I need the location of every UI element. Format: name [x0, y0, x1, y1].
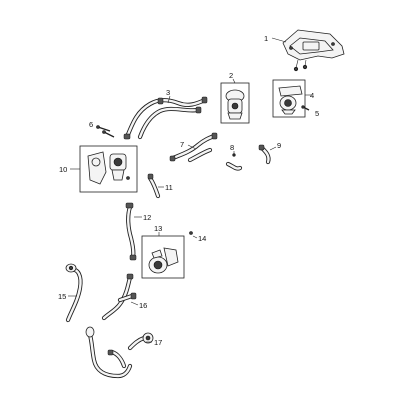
callout-8: 8: [230, 143, 234, 152]
callout-box-13: [141, 235, 185, 279]
bracket-assembly: [282, 29, 345, 72]
callout-3: 3: [166, 88, 170, 97]
callout-11: 11: [165, 183, 173, 192]
leader-line-14: [192, 235, 198, 239]
leader-line-7: [187, 144, 197, 150]
leader-line-1: [271, 37, 287, 43]
callout-box-10: [79, 145, 138, 193]
callout-1: 1: [264, 34, 268, 43]
callout-10: 10: [59, 165, 67, 174]
callout-13: 13: [154, 224, 162, 233]
hose-assembly-3: [123, 96, 208, 140]
hose-7: [169, 132, 218, 163]
callout-5: 5: [315, 109, 319, 118]
callout-14: 14: [198, 234, 206, 243]
pump-assembly-13: [148, 247, 179, 274]
pump-assembly-10: [87, 151, 130, 185]
callout-box-4: [272, 79, 306, 118]
leader-line-2: [232, 78, 236, 84]
hose-assembly-17: [85, 326, 154, 379]
hose-11: [147, 173, 161, 199]
elbow-9: [258, 144, 271, 165]
hose-12: [125, 202, 137, 261]
callout-16: 16: [139, 301, 147, 310]
callout-12: 12: [143, 213, 151, 222]
leader-line-16: [130, 301, 139, 306]
hose-15: [65, 263, 83, 323]
callout-7: 7: [180, 140, 184, 149]
callout-4: 4: [310, 91, 314, 100]
valve-assembly-4: [278, 85, 303, 115]
bolts-6: [96, 125, 115, 138]
callout-9: 9: [277, 141, 281, 150]
valve-assembly-2: [225, 89, 245, 120]
t-connector-16: [101, 273, 137, 321]
callout-2: 2: [229, 71, 233, 80]
callout-6: 6: [89, 120, 93, 129]
callout-15: 15: [58, 292, 66, 301]
screw-14: [189, 231, 193, 235]
leader-line-9: [269, 146, 277, 151]
leader-line-3: [167, 95, 171, 104]
callout-17: 17: [154, 338, 162, 347]
bolt-5: [301, 105, 310, 111]
